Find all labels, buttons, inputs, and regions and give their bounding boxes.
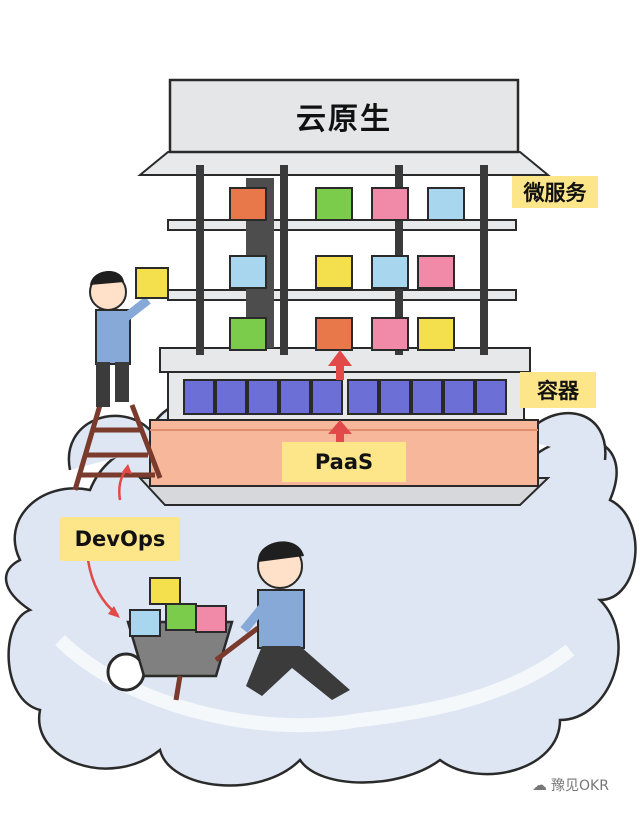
microservice-block	[229, 187, 267, 221]
container-box	[475, 379, 507, 415]
microservice-block	[315, 255, 353, 289]
container-box	[247, 379, 279, 415]
microservice-block	[229, 255, 267, 289]
microservice-block	[417, 255, 455, 289]
microservice-blocks	[229, 187, 465, 351]
microservice-block	[315, 317, 353, 351]
microservice-block	[229, 317, 267, 351]
microservice-block	[315, 187, 353, 221]
wechat-icon: ☁	[532, 776, 547, 794]
cart-blocks	[129, 577, 227, 637]
title-label: 云原生	[296, 102, 392, 137]
microservices-label: 微服务	[512, 176, 598, 208]
microservice-block	[417, 317, 455, 351]
watermark: ☁ 豫见OKR	[532, 775, 609, 795]
worker-pushing	[240, 541, 350, 700]
microservice-block	[371, 255, 409, 289]
microservice-block	[371, 187, 409, 221]
container-box	[311, 379, 343, 415]
cart-block	[165, 603, 197, 631]
container-box	[379, 379, 411, 415]
container-box	[347, 379, 379, 415]
containers-label: 容器	[520, 372, 596, 408]
container-box	[411, 379, 443, 415]
container-box	[279, 379, 311, 415]
cart-block	[195, 605, 227, 633]
container-boxes	[183, 379, 507, 415]
up-arrows	[328, 350, 352, 446]
worker-on-ladder	[89, 267, 169, 407]
microservice-block	[371, 317, 409, 351]
ladder	[72, 404, 163, 491]
microservice-block	[427, 187, 465, 221]
container-box	[183, 379, 215, 415]
paas-label: PaaS	[282, 442, 406, 482]
watermark-text: 豫见OKR	[551, 778, 609, 794]
cart-block	[129, 609, 161, 637]
devops-arrows	[86, 464, 132, 618]
title-block	[168, 78, 520, 154]
cart-block	[149, 577, 181, 605]
container-box	[215, 379, 247, 415]
container-box	[443, 379, 475, 415]
devops-label: DevOps	[60, 517, 180, 561]
